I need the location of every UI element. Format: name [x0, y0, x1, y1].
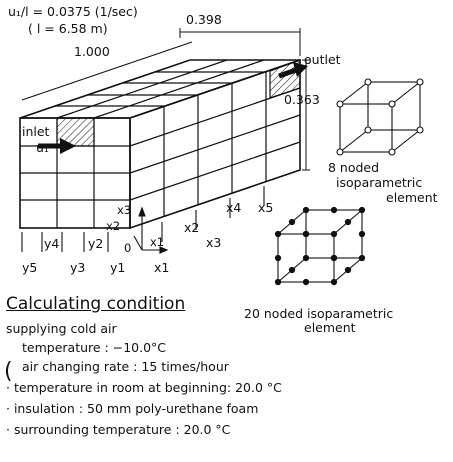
element-8-label-3: element — [386, 190, 438, 205]
tick-x4: x4 — [226, 200, 241, 215]
tick-x3: x3 — [206, 235, 221, 250]
condition-insulation: · insulation : 50 mm poly-urethane foam — [6, 401, 259, 416]
inlet-label: inlet — [22, 124, 50, 139]
inlet-arrow — [38, 138, 76, 154]
element-8-label-1: 8 noded — [328, 160, 379, 175]
condition-surrounding: · surrounding temperature : 20.0 °C — [6, 422, 231, 437]
outlet-label: outlet — [304, 52, 341, 67]
tick-y2: y2 — [88, 236, 103, 251]
axis-x2-label: x2 — [106, 219, 120, 233]
tick-x2: x2 — [184, 220, 199, 235]
element-20-label-2: element — [304, 320, 356, 335]
condition-temperature: temperature : −10.0°C — [22, 340, 167, 355]
height-dimension: 0.363 — [284, 92, 320, 107]
tick-y4: y4 — [44, 236, 59, 251]
condition-air-change: air changing rate : 15 times/hour — [22, 359, 229, 374]
inlet-velocity-label: u₁ — [36, 140, 49, 155]
element-8-label-2: isoparametric — [336, 175, 422, 190]
condition-supply: supplying cold air — [6, 321, 117, 336]
tick-x5: x5 — [258, 200, 273, 215]
element-20-label-1: 20 noded isoparametric — [244, 306, 393, 321]
length-dimension: 1.000 — [74, 44, 110, 59]
grid-ticks — [21, 186, 265, 252]
outlet-arrow — [278, 62, 308, 79]
bracket-glyph: ( — [4, 359, 13, 384]
tick-x1: x1 — [154, 260, 169, 275]
coordinate-axes — [133, 206, 169, 254]
tick-y3: y3 — [70, 260, 85, 275]
element-20-node — [274, 206, 366, 286]
tick-y5: y5 — [22, 260, 37, 275]
axis-x3-label: x3 — [117, 203, 131, 217]
element-8-node — [336, 78, 424, 156]
length-label: ( l = 6.58 m) — [28, 21, 108, 36]
room-block — [19, 58, 301, 230]
inlet-opening — [56, 117, 95, 147]
depth-dimension: 0.398 — [186, 12, 222, 27]
axis-x1-label: x1 — [150, 235, 164, 249]
flow-rate-label: u₁/l = 0.0375 (1/sec) — [8, 4, 138, 19]
axis-origin-label: 0 — [124, 241, 131, 255]
conditions-title: Calculating condition — [6, 294, 186, 314]
dimension-lines — [21, 28, 310, 171]
tick-y1: y1 — [110, 260, 125, 275]
condition-room-temp: · temperature in room at beginning: 20.0… — [6, 380, 282, 395]
